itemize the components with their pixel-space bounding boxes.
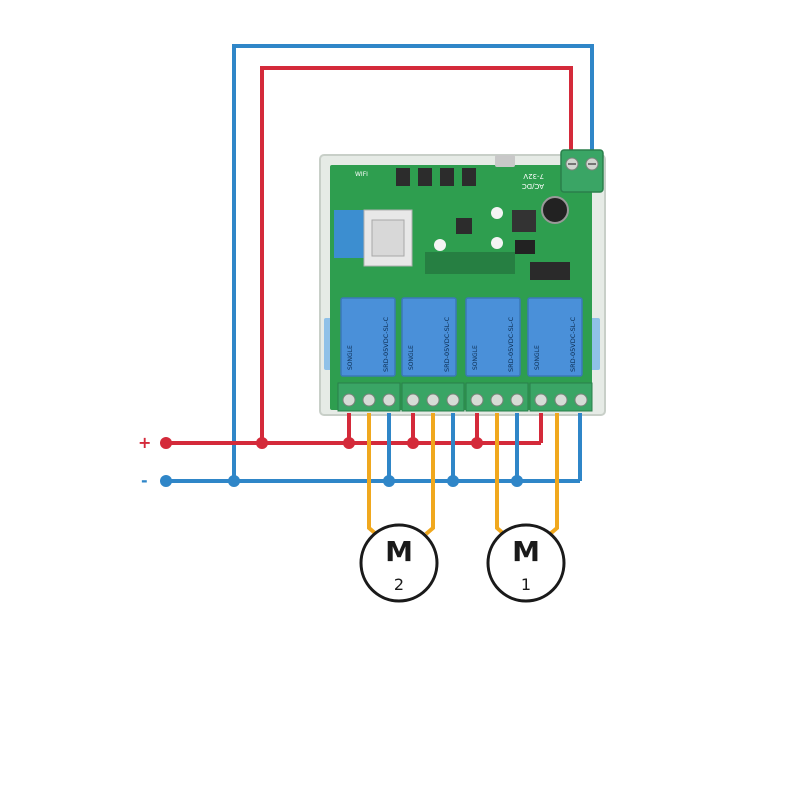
motor-2-letter: M <box>385 535 413 568</box>
radio-module <box>530 262 570 280</box>
terminal-screw <box>574 393 588 407</box>
relay-1-brand: SONGLE <box>347 345 354 370</box>
wifi-antenna <box>334 210 364 258</box>
relay-4-brand: SONGLE <box>534 345 541 370</box>
led-1 <box>491 207 503 219</box>
ic-row <box>425 252 515 274</box>
junctions <box>160 437 523 487</box>
negative-junction <box>511 475 523 487</box>
terminal-screw <box>554 393 568 407</box>
motor-2-wire-b <box>424 413 435 536</box>
usb-port <box>495 155 515 167</box>
motor-1: M 1 <box>486 523 566 603</box>
terminal-screw <box>490 393 504 407</box>
inductor <box>512 210 536 232</box>
relay-board: WIFI 7-32V AC/DC SONGLE <box>319 149 606 416</box>
relay-4-model: SRD-05VDC-SL-C <box>569 316 577 372</box>
relay-2-model: SRD-05VDC-SL-C <box>443 316 451 372</box>
button-1 <box>396 168 410 186</box>
button-4 <box>462 168 476 186</box>
motor-1-circle <box>486 523 566 603</box>
terminal-screw <box>470 393 484 407</box>
relay-drop-wires <box>347 413 582 481</box>
relay-3: SONGLE SRD-05VDC-SL-C <box>465 297 521 377</box>
relay-2-brand: SONGLE <box>408 345 415 370</box>
terminal-screw <box>426 393 440 407</box>
positive-junction <box>471 437 483 449</box>
relays: SONGLE SRD-05VDC-SL-C SONGLE SRD-05VDC-S… <box>340 297 583 377</box>
relay-3-brand: SONGLE <box>472 345 479 370</box>
terminal-screw <box>510 393 524 407</box>
relay-3-model: SRD-05VDC-SL-C <box>507 316 515 372</box>
motor-1-number: 1 <box>521 575 531 594</box>
terminal-screw <box>446 393 460 407</box>
motor-2-number: 2 <box>394 575 404 594</box>
terminal-screw <box>342 393 356 407</box>
button-3 <box>440 168 454 186</box>
negative-junction <box>383 475 395 487</box>
negative-supply-loop-wire <box>232 44 594 481</box>
relay-4: SONGLE SRD-05VDC-SL-C <box>527 297 583 377</box>
supply-wiring <box>232 44 594 481</box>
silkscreen-acdc-label: AC/DC <box>522 182 544 190</box>
relay-1-model: SRD-05VDC-SL-C <box>382 316 390 372</box>
wifi-chip <box>371 219 405 257</box>
positive-junction <box>343 437 355 449</box>
terminal-screw <box>534 393 548 407</box>
positive-loop-junction <box>256 437 268 449</box>
component-1 <box>515 240 535 254</box>
negative-junction <box>447 475 459 487</box>
motor-1-letter: M <box>512 535 540 568</box>
positive-junction <box>407 437 419 449</box>
led-2 <box>491 237 503 249</box>
motor-2-wire-a <box>367 413 378 536</box>
negative-symbol: - <box>141 471 148 490</box>
button-2 <box>418 168 432 186</box>
output-terminals <box>337 382 593 412</box>
positive-supply-loop-wire <box>260 66 573 443</box>
board-buttons <box>396 155 515 234</box>
relay-2: SONGLE SRD-05VDC-SL-C <box>401 297 457 377</box>
terminal-screw <box>382 393 396 407</box>
motor-2: M 2 <box>359 523 439 603</box>
negative-source-node <box>160 475 172 487</box>
power-terminal-block <box>560 149 604 193</box>
motor-2-circle <box>359 523 439 603</box>
capacitor <box>541 196 569 224</box>
setup-button <box>456 218 472 234</box>
terminal-screw <box>406 393 420 407</box>
silkscreen-wifi-label: WIFI <box>355 171 368 178</box>
relay-1: SONGLE SRD-05VDC-SL-C <box>340 297 396 377</box>
motor-1-wire-a <box>495 413 506 536</box>
motor-wires <box>367 413 559 536</box>
positive-symbol: + <box>138 433 151 452</box>
led-3 <box>434 239 446 251</box>
silkscreen-voltage-label: 7-32V <box>523 172 544 180</box>
positive-source-node <box>160 437 172 449</box>
negative-loop-junction <box>228 475 240 487</box>
terminal-screw <box>362 393 376 407</box>
motor-1-wire-b <box>548 413 559 536</box>
